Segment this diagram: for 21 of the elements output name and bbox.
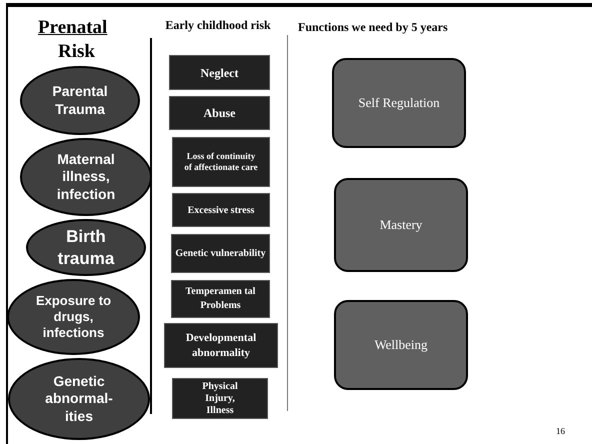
- risk-box: Genetic vulnerability: [171, 234, 270, 273]
- risk-box: Temperamen tal Problems: [171, 280, 270, 318]
- risk-box: Loss of continuity of affectionate care: [172, 137, 270, 187]
- risk-box: Abuse: [169, 96, 270, 130]
- function-box: Wellbeing: [334, 300, 468, 390]
- risk-box: Developmental abnormality: [164, 323, 278, 368]
- risk-ellipse: Maternal illness, infection: [20, 138, 152, 216]
- risk-box: Excessive stress: [172, 193, 270, 227]
- function-box: Mastery: [334, 178, 468, 272]
- risk-ellipse: Parental Trauma: [20, 66, 140, 135]
- risk-ellipse: Genetic abnormal- ities: [8, 358, 150, 440]
- risk-box: Physical Injury, Illness: [172, 378, 268, 419]
- column-heading: Prenatal: [38, 16, 108, 40]
- risk-box: Neglect: [169, 55, 270, 90]
- column-heading: Functions we need by 5 years: [298, 19, 448, 36]
- risk-ellipse: Birth trauma: [26, 219, 146, 276]
- column-heading: Early childhood risk: [164, 17, 272, 33]
- risk-ellipse: Exposure to drugs, infections: [7, 279, 140, 355]
- column-heading: Risk: [58, 40, 95, 64]
- function-box: Self Regulation: [332, 58, 466, 148]
- page-number: 16: [556, 425, 565, 438]
